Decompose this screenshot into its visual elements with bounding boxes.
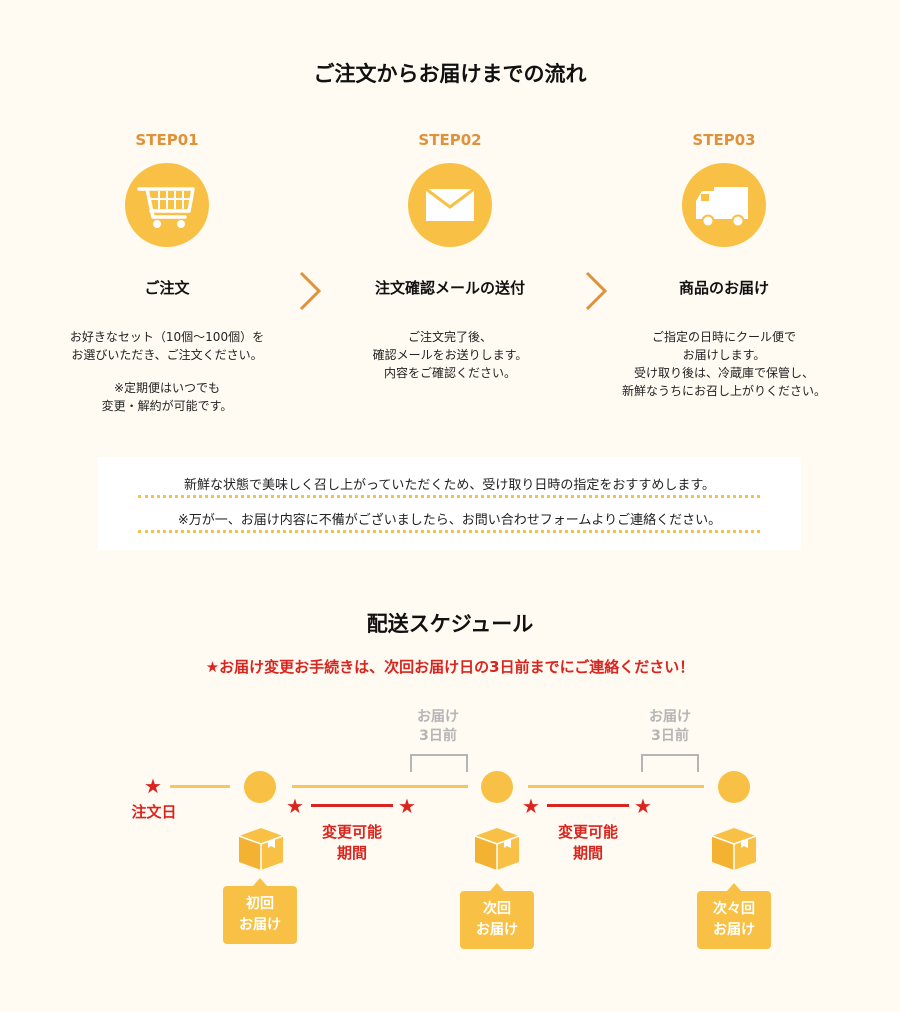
timeline-dot [718, 771, 750, 803]
notice-line-2: ※万が一、お届け内容に不備がございましたら、お問い合わせフォームよりご連絡くださ… [177, 513, 722, 528]
order-day-label: 注文日 [131, 803, 177, 821]
dotted-divider [138, 495, 760, 498]
schedule-alert: ★お届け変更お手続きは、次回お届け日の3日前までにご連絡ください！ [0, 656, 900, 677]
notice-line-1: 新鮮な状態で美味しく召し上がっていただくため、受け取り日時の指定をおすすめします… [183, 478, 716, 493]
step-3-desc-line: お届けします。 [682, 348, 766, 362]
star-icon: ★ [522, 794, 540, 818]
step-2-circle [408, 163, 492, 247]
delivery-first: 初回 お届け [223, 878, 297, 944]
delivery-next-line: お届け [476, 922, 518, 938]
star-icon: ★ [205, 658, 220, 676]
star-icon: ★ [144, 774, 162, 798]
three-days-before-line: 3日前 [651, 728, 689, 744]
step-3-desc-line: 受け取り後は、冷蔵庫で保管し、 [633, 366, 814, 380]
step-3-name: 商品のお届け [678, 279, 769, 297]
package-icon [711, 828, 757, 870]
delivery-after-next-line: お届け [713, 922, 755, 938]
cart-icon [137, 187, 195, 228]
flow-title: ご注文からお届けまでの流れ [313, 62, 587, 86]
step-2-desc: ご注文完了後、 確認メールをお送りします。 内容をご確認ください。 [310, 328, 590, 382]
timeline-dot [481, 771, 513, 803]
dotted-divider [138, 530, 760, 533]
step-2-name: 注文確認メールの送付 [374, 279, 525, 297]
step-1-desc: お好きなセット（10個〜100個）を お選びいただき、ご注文ください。 [27, 328, 307, 364]
timeline-dot [244, 771, 276, 803]
step-2-desc-line: 内容をご確認ください。 [383, 366, 516, 380]
changeable-label: 変更可能 期間 [538, 822, 638, 864]
step-3-label: STEP03 [692, 131, 756, 149]
step-1-label: STEP01 [135, 131, 199, 149]
changeable-label-line: 期間 [572, 844, 603, 862]
delivery-first-line: 初回 [246, 896, 274, 912]
star-icon: ★ [634, 794, 652, 818]
star-icon: ★ [398, 794, 416, 818]
step-1-note-line: 変更・解約が可能です。 [101, 399, 233, 413]
bracket [410, 754, 468, 772]
delivery-after-next: 次々回 お届け [697, 883, 771, 949]
mail-icon [425, 187, 475, 221]
schedule-title: 配送スケジュール [366, 612, 534, 636]
chevron-right-icon [585, 271, 608, 311]
changeable-label-line: 変更可能 [321, 823, 382, 841]
step-1-desc-line: お選びいただき、ご注文ください。 [71, 348, 263, 362]
step-1-note: ※定期便はいつでも 変更・解約が可能です。 [27, 379, 307, 415]
delivery-after-next-line: 次々回 [713, 901, 755, 917]
step-1-name: ご注文 [144, 279, 190, 297]
step-2-label: STEP02 [418, 131, 482, 149]
three-days-before-label: お届け 3日前 [630, 708, 710, 746]
step-3-desc-line: ご指定の日時にクール便で [651, 330, 796, 344]
three-days-before-line: お届け [649, 709, 691, 725]
step-1-desc-line: お好きなセット（10個〜100個）を [69, 330, 265, 344]
step-1-circle [125, 163, 209, 247]
delivery-first-line: お届け [239, 917, 281, 933]
step-3-desc: ご指定の日時にクール便で お届けします。 受け取り後は、冷蔵庫で保管し、 新鮮な… [584, 328, 864, 400]
package-icon [474, 828, 520, 870]
package-icon [238, 828, 284, 870]
alert-text: お届け変更お手続きは、次回お届け日の3日前までにご連絡ください！ [219, 658, 695, 676]
notice-box: 新鮮な状態で美味しく召し上がっていただくため、受け取り日時の指定をおすすめします… [98, 457, 801, 550]
three-days-before-line: 3日前 [419, 728, 457, 744]
three-days-before-label: お届け 3日前 [398, 708, 478, 746]
changeable-line [311, 804, 393, 807]
star-icon: ★ [286, 794, 304, 818]
step-3-circle [682, 163, 766, 247]
timeline-line [292, 785, 468, 788]
step-2-desc-line: ご注文完了後、 [407, 330, 492, 344]
truck-icon [696, 187, 748, 228]
timeline-line [528, 785, 704, 788]
changeable-label: 変更可能 期間 [302, 822, 402, 864]
step-2-desc-line: 確認メールをお送りします。 [372, 348, 528, 362]
timeline-line [170, 785, 230, 788]
step-1-note-line: ※定期便はいつでも [113, 381, 221, 395]
step-3-desc-line: 新鮮なうちにお召し上がりください。 [621, 384, 826, 398]
delivery-next: 次回 お届け [460, 883, 534, 949]
delivery-next-line: 次回 [483, 901, 511, 917]
chevron-right-icon [299, 271, 322, 311]
three-days-before-line: お届け [417, 709, 459, 725]
changeable-label-line: 変更可能 [557, 823, 618, 841]
changeable-line [547, 804, 629, 807]
changeable-label-line: 期間 [336, 844, 367, 862]
bracket [641, 754, 699, 772]
